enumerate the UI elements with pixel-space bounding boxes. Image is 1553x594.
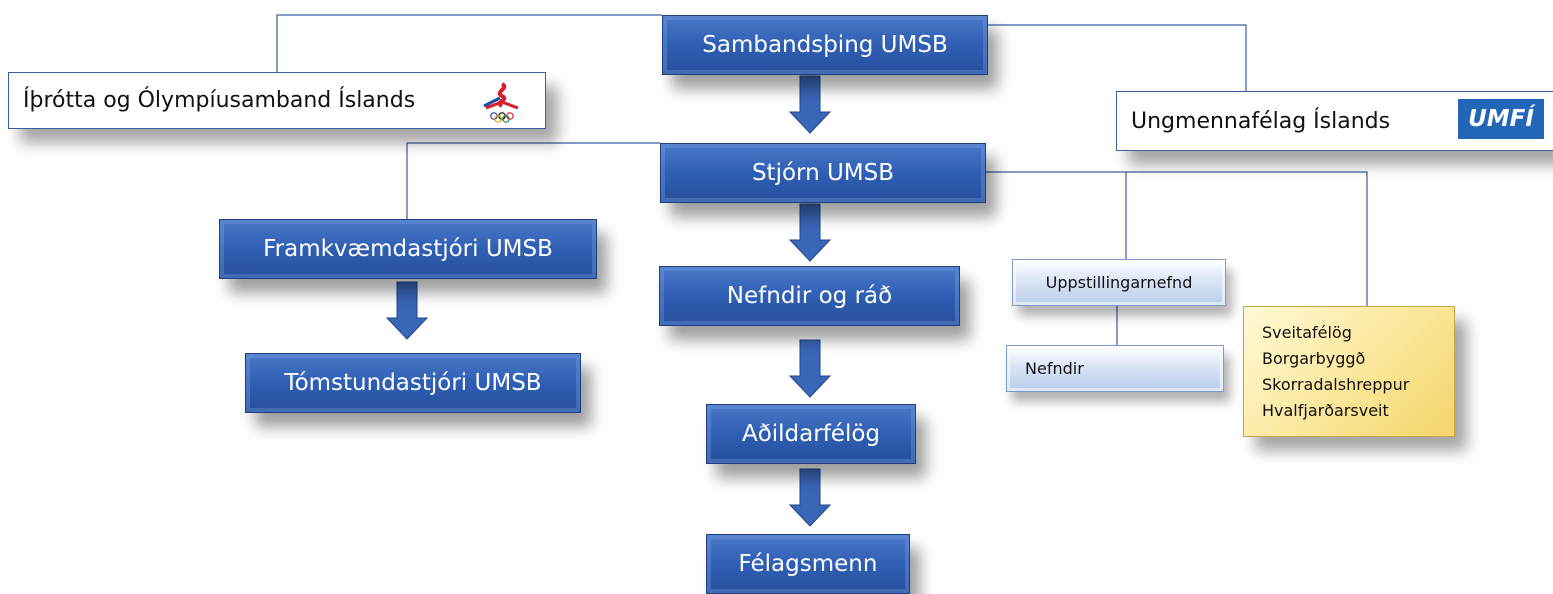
stjorn-label: Stjórn UMSB bbox=[751, 160, 895, 186]
sveitafelog-line: Hvalfjarðarsveit bbox=[1262, 400, 1389, 420]
umfi-logo-icon: UMFÍ bbox=[1458, 99, 1544, 139]
isi-logo-icon bbox=[483, 82, 519, 123]
tomstundastjori-box: Tómstundastjóri UMSB bbox=[245, 353, 581, 413]
sveitafelog-box: Sveitafélög Borgarbyggð Skorradalshreppu… bbox=[1243, 306, 1455, 437]
sveitafelog-line: Sveitafélög bbox=[1262, 322, 1352, 342]
arrow-adildarfelog-to-felagsmenn bbox=[788, 468, 832, 527]
sveitafelog-line: Skorradalshreppur bbox=[1262, 374, 1410, 394]
nefndir-box: Nefndir bbox=[1006, 345, 1224, 392]
arrow-stjorn-to-nefndir bbox=[788, 203, 832, 262]
nefndir-label: Nefndir bbox=[1025, 359, 1084, 378]
arrow-nefndir-to-adildarfelog bbox=[788, 339, 832, 398]
sambandsthing-label: Sambandsþing UMSB bbox=[702, 32, 948, 58]
nefndir-og-rad-label: Nefndir og ráð bbox=[726, 283, 893, 309]
connector-top-to-isi bbox=[276, 14, 662, 72]
stjorn-box: Stjórn UMSB bbox=[660, 143, 986, 203]
arrow-top-to-stjorn bbox=[788, 75, 832, 134]
connector-stjorn-to-framkvaemdastjori bbox=[406, 142, 660, 219]
framkvaemdastjori-label: Framkvæmdastjóri UMSB bbox=[263, 236, 553, 262]
uppstillingarnefnd-box: Uppstillingarnefnd bbox=[1012, 259, 1226, 306]
connector-stjorn-to-uppstillingarnefnd bbox=[986, 171, 1127, 259]
nefndir-og-rad-box: Nefndir og ráð bbox=[659, 266, 960, 326]
felagsmenn-label: Félagsmenn bbox=[738, 551, 878, 577]
felagsmenn-box: Félagsmenn bbox=[706, 534, 910, 594]
umfi-label: Ungmennafélag Íslands bbox=[1131, 108, 1391, 134]
umfi-logo-text: UMFÍ bbox=[1468, 106, 1534, 132]
uppstillingarnefnd-label: Uppstillingarnefnd bbox=[1045, 273, 1193, 292]
tomstundastjori-label: Tómstundastjóri UMSB bbox=[284, 370, 542, 396]
isi-label: Íþrótta og Ólympíusamband Íslands bbox=[23, 88, 416, 113]
sambandsthing-box: Sambandsþing UMSB bbox=[662, 15, 988, 75]
connector-stjorn-to-sveitafelog bbox=[1126, 171, 1368, 306]
arrow-framkvaemdastjori-to-tomstundastjori bbox=[385, 281, 429, 340]
isi-box: Íþrótta og Ólympíusamband Íslands bbox=[8, 72, 546, 129]
sveitafelog-line: Borgarbyggð bbox=[1262, 348, 1366, 368]
adildarfelog-label: Aðildarfélög bbox=[741, 421, 881, 447]
connector-top-to-umfi bbox=[988, 24, 1247, 91]
adildarfelog-box: Aðildarfélög bbox=[706, 404, 916, 464]
framkvaemdastjori-box: Framkvæmdastjóri UMSB bbox=[219, 219, 597, 279]
